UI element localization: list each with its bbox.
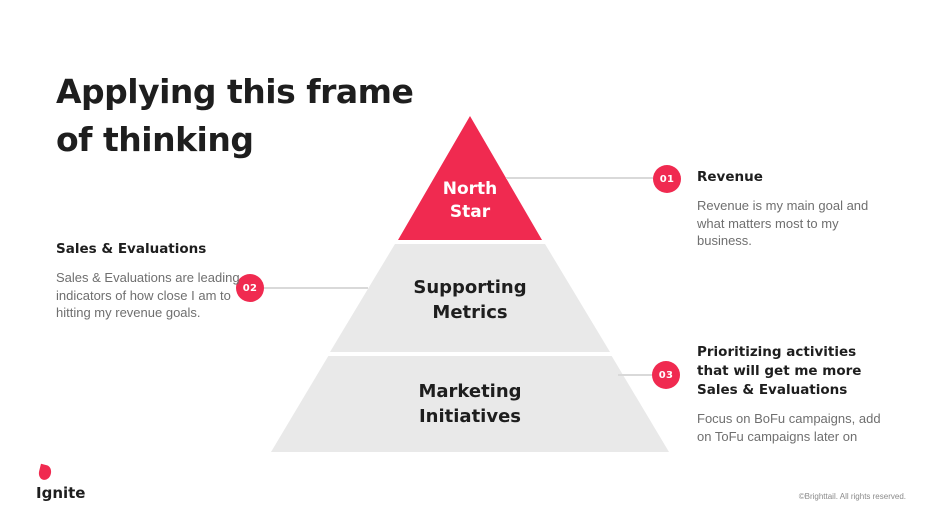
number-badge-02: 02 [236, 274, 264, 302]
callout-body: Revenue is my main goal and what matters… [697, 198, 869, 248]
callout-sales-evaluations: Sales & Evaluations Sales & Evaluations … [56, 240, 261, 322]
callout-body: Sales & Evaluations are leading indicato… [56, 270, 240, 320]
callout-body: Focus on BoFu campaigns, add on ToFu cam… [697, 411, 881, 444]
pyramid-level-supporting-metrics: Supporting Metrics [330, 244, 610, 352]
number-badge-01: 01 [653, 165, 681, 193]
page-title-line-1: Applying this frame [56, 72, 414, 112]
pyramid-level-label: North Star [442, 179, 498, 222]
connector-line-revenue [506, 177, 653, 179]
connector-line-prioritizing [618, 374, 652, 376]
page-title-line-2: of thinking [56, 120, 254, 160]
logo-text: Ignite [36, 484, 86, 502]
number-badge-03: 03 [652, 361, 680, 389]
callout-revenue: Revenue Revenue is my main goal and what… [697, 168, 877, 250]
page-title: Applying this frame of thinking [56, 68, 486, 164]
flame-icon [37, 463, 53, 482]
pyramid-level-label: Marketing Initiatives [418, 381, 522, 427]
ignite-logo: Ignite [36, 463, 86, 502]
callout-heading: Revenue [697, 169, 763, 185]
connector-line-sales-evaluations [264, 287, 368, 289]
copyright-text: ©Brighttail. All rights reserved. [798, 492, 906, 501]
callout-heading: Prioritizing activities that will get me… [697, 344, 862, 398]
callout-heading: Sales & Evaluations [56, 241, 207, 257]
pyramid-level-label: Supporting Metrics [413, 277, 527, 323]
callout-prioritizing-activities: Prioritizing activities that will get me… [697, 343, 897, 445]
pyramid-level-marketing-initiatives: Marketing Initiatives [271, 356, 669, 452]
